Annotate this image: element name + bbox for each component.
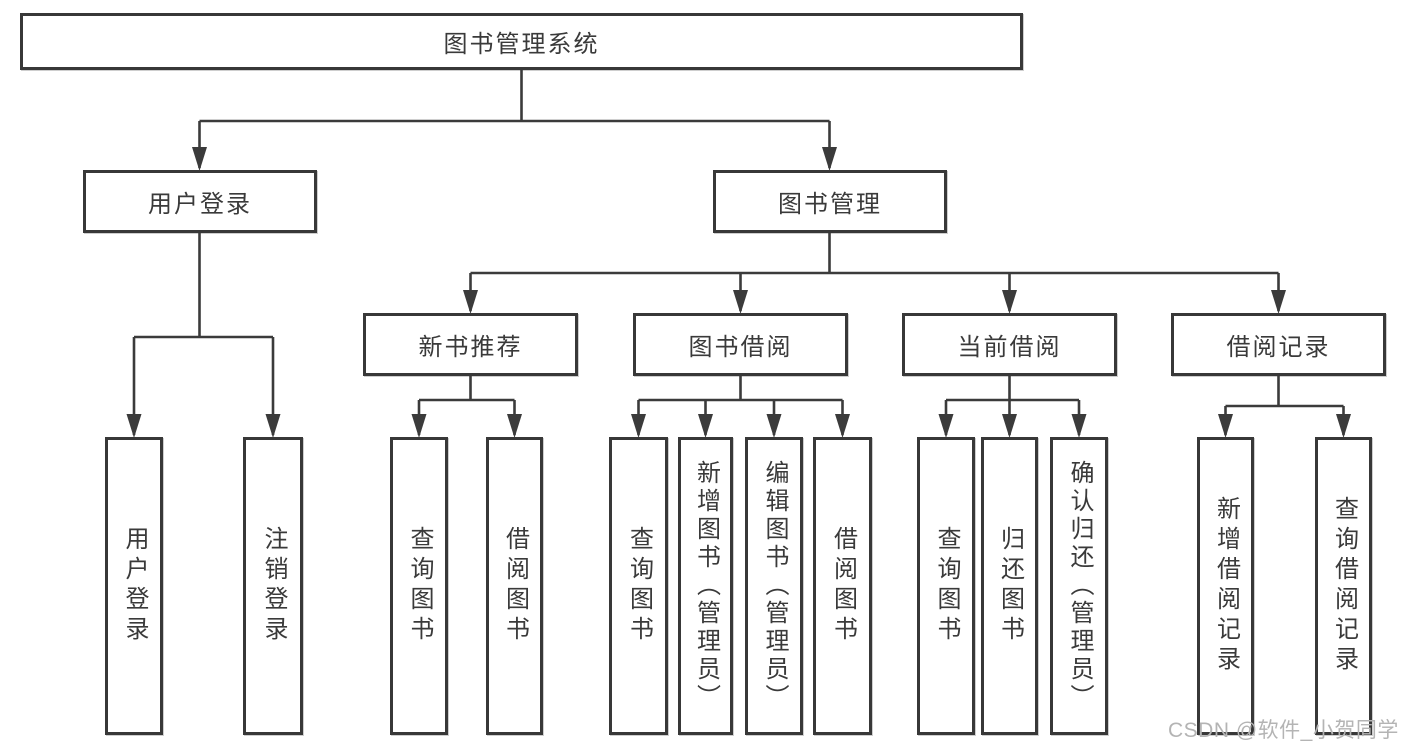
leaf-confirm-return-admin: 确认归还（管理员） bbox=[1050, 437, 1108, 735]
node-user-login: 用户登录 bbox=[83, 170, 317, 233]
node-new-book-recommend: 新书推荐 bbox=[363, 313, 578, 376]
leaf-edit-books-admin: 编辑图书（管理员） bbox=[745, 437, 803, 735]
leaf-current-query-books: 查询图书 bbox=[917, 437, 975, 735]
connector-borrow-records-to-leaves bbox=[1218, 376, 1351, 438]
leaf-logout: 注销登录 bbox=[243, 437, 303, 735]
node-root-system: 图书管理系统 bbox=[20, 13, 1023, 70]
connector-book-borrow-to-leaves bbox=[631, 376, 850, 438]
leaf-borrow-query-books: 查询图书 bbox=[609, 437, 668, 735]
leaf-recommend-borrow-books: 借阅图书 bbox=[486, 437, 543, 735]
node-book-borrow: 图书借阅 bbox=[633, 313, 848, 376]
leaf-add-books-admin: 新增图书（管理员） bbox=[678, 437, 733, 735]
connector-book-management-to-level3 bbox=[463, 233, 1286, 314]
leaf-recommend-query-books: 查询图书 bbox=[390, 437, 448, 735]
leaf-add-borrow-record: 新增借阅记录 bbox=[1197, 437, 1254, 735]
node-book-management: 图书管理 bbox=[713, 170, 947, 233]
connector-new-book-recommend-to-leaves bbox=[411, 376, 522, 438]
node-borrow-records: 借阅记录 bbox=[1171, 313, 1386, 376]
node-current-borrow: 当前借阅 bbox=[902, 313, 1117, 376]
leaf-borrow-books: 借阅图书 bbox=[813, 437, 872, 735]
connector-user-login-to-leaves bbox=[126, 233, 281, 438]
leaf-user-login: 用户登录 bbox=[105, 437, 163, 735]
connector-root-to-level2 bbox=[192, 70, 837, 171]
leaf-query-borrow-record: 查询借阅记录 bbox=[1315, 437, 1372, 735]
leaf-return-books: 归还图书 bbox=[981, 437, 1038, 735]
connector-current-borrow-to-leaves bbox=[938, 376, 1087, 438]
csdn-watermark: CSDN @软件_小贺同学 bbox=[1168, 719, 1399, 742]
